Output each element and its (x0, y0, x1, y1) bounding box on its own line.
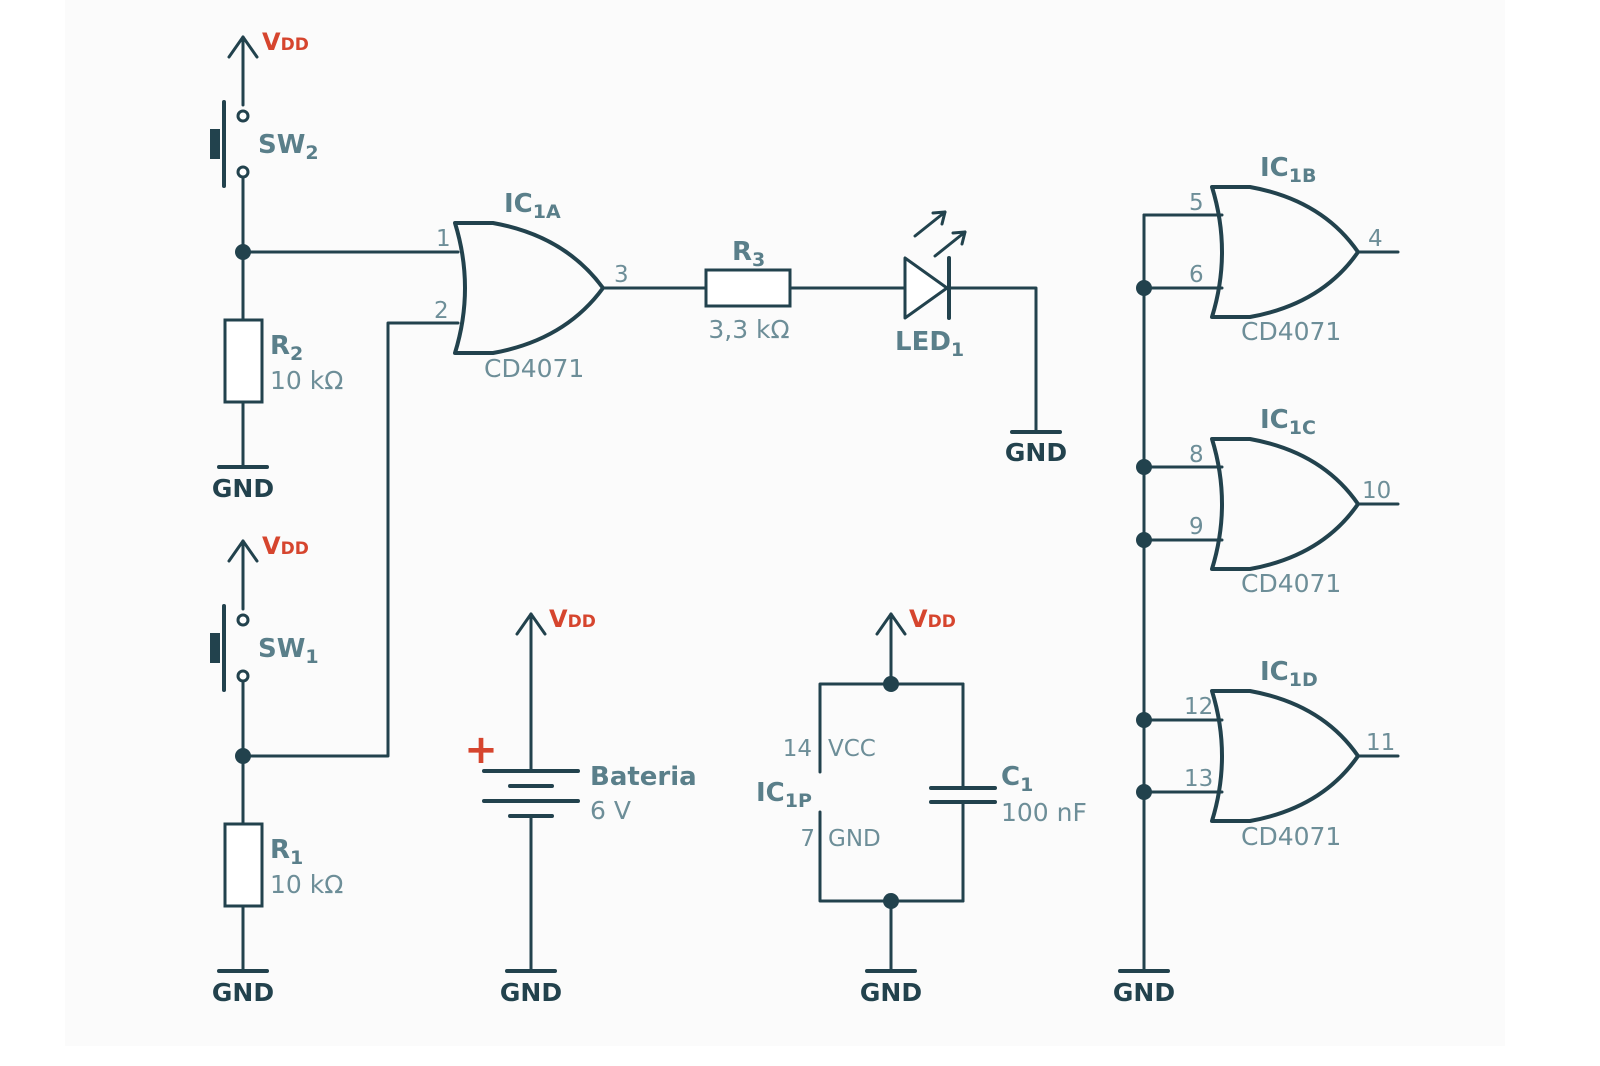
svg-text:R1: R1 (270, 835, 303, 869)
svg-text:10: 10 (1362, 478, 1391, 504)
r3-value: 3,3 kΩ (708, 315, 789, 344)
svg-text:6: 6 (1189, 262, 1204, 288)
svg-text:IC1D: IC1D (1260, 657, 1318, 691)
svg-text:GND: GND (1113, 978, 1175, 1007)
svg-text:LED1: LED1 (895, 327, 964, 361)
vdd-symbol-sw1: VDD (227, 532, 309, 611)
svg-text:GND: GND (828, 826, 881, 852)
led-led1: LED1 (895, 210, 967, 361)
svg-text:VDD: VDD (909, 605, 956, 633)
svg-text:13: 13 (1184, 766, 1213, 792)
svg-text:GND: GND (500, 978, 562, 1007)
svg-text:R3: R3 (732, 237, 765, 271)
svg-text:C1: C1 (1001, 762, 1033, 796)
ic1b-part: CD4071 (1241, 317, 1341, 346)
svg-text:GND: GND (212, 474, 274, 503)
svg-text:7: 7 (800, 826, 815, 852)
r1-value: 10 kΩ (270, 870, 343, 899)
battery-label: Bateria (590, 762, 697, 792)
svg-text:1: 1 (436, 226, 451, 252)
ground-symbol: GND (500, 969, 562, 1007)
svg-text:SW2: SW2 (258, 130, 319, 164)
battery-symbol: + Bateria 6 V (464, 727, 697, 973)
svg-text:GND: GND (212, 978, 274, 1007)
or-gate-ic1d: 12 13 11 IC1D CD4071 (1136, 657, 1400, 851)
ground-symbol: GND (860, 969, 922, 1007)
schematic-background (65, 0, 1505, 1046)
svg-text:R2: R2 (270, 331, 303, 365)
svg-text:VDD: VDD (262, 532, 309, 560)
vdd-symbol-sw2: VDD (227, 28, 309, 107)
svg-text:VDD: VDD (262, 28, 309, 56)
svg-text:3: 3 (614, 262, 629, 288)
sw2-label: SW (258, 130, 305, 160)
r2-value: 10 kΩ (270, 366, 343, 395)
svg-text:14: 14 (783, 736, 812, 762)
svg-text:IC1P: IC1P (756, 778, 812, 812)
resistor-r1: R1 10 kΩ (223, 754, 343, 973)
svg-text:VDD: VDD (549, 605, 596, 633)
svg-text:IC1C: IC1C (1260, 405, 1316, 439)
svg-text:+: + (464, 727, 498, 773)
wire (947, 286, 1038, 434)
or-gate-ic1a: 1 2 3 IC1A CD4071 (434, 189, 629, 383)
svg-text:11: 11 (1366, 730, 1395, 756)
capacitor-c1: C1 100 nF (929, 682, 1087, 903)
ground-symbol: GND (1005, 430, 1067, 467)
svg-text:12: 12 (1184, 694, 1213, 720)
svg-text:GND: GND (1005, 438, 1067, 467)
ground-symbol: GND (212, 465, 274, 503)
svg-text:VCC: VCC (828, 736, 876, 762)
svg-text:2: 2 (434, 298, 449, 324)
vdd-symbol-battery: VDD (515, 605, 596, 773)
vdd-symbol-ic1p: VDD (875, 605, 956, 686)
svg-text:8: 8 (1189, 442, 1204, 468)
or-gate-ic1b: 5 6 4 IC1B CD4071 (1136, 153, 1400, 346)
svg-text:IC1A: IC1A (504, 189, 561, 223)
resistor-r2: R2 10 kΩ (223, 250, 343, 469)
svg-text:IC1B: IC1B (1260, 153, 1316, 187)
svg-text:9: 9 (1189, 514, 1204, 540)
pushbutton-sw2: SW2 (210, 100, 319, 254)
svg-text:4: 4 (1368, 226, 1383, 252)
or-gate-ic1c: 8 9 10 IC1C CD4071 (1136, 405, 1400, 598)
ground-symbol: GND (212, 969, 274, 1007)
ic1d-part: CD4071 (1241, 822, 1341, 851)
ic1c-part: CD4071 (1241, 569, 1341, 598)
ic1p-power-pins: 14 VCC IC1P 7 GND (756, 682, 965, 903)
svg-text:GND: GND (860, 978, 922, 1007)
battery-value: 6 V (590, 796, 631, 825)
svg-text:5: 5 (1189, 190, 1204, 216)
c1-value: 100 nF (1001, 798, 1087, 827)
resistor-r3: R3 3,3 kΩ (704, 237, 792, 344)
sw1-label: SW (258, 634, 305, 664)
pushbutton-sw1: SW1 (210, 604, 319, 758)
wire (241, 321, 460, 758)
ground-symbol: GND (1113, 969, 1175, 1007)
ic1a-part: CD4071 (484, 354, 584, 383)
svg-text:SW1: SW1 (258, 634, 319, 668)
